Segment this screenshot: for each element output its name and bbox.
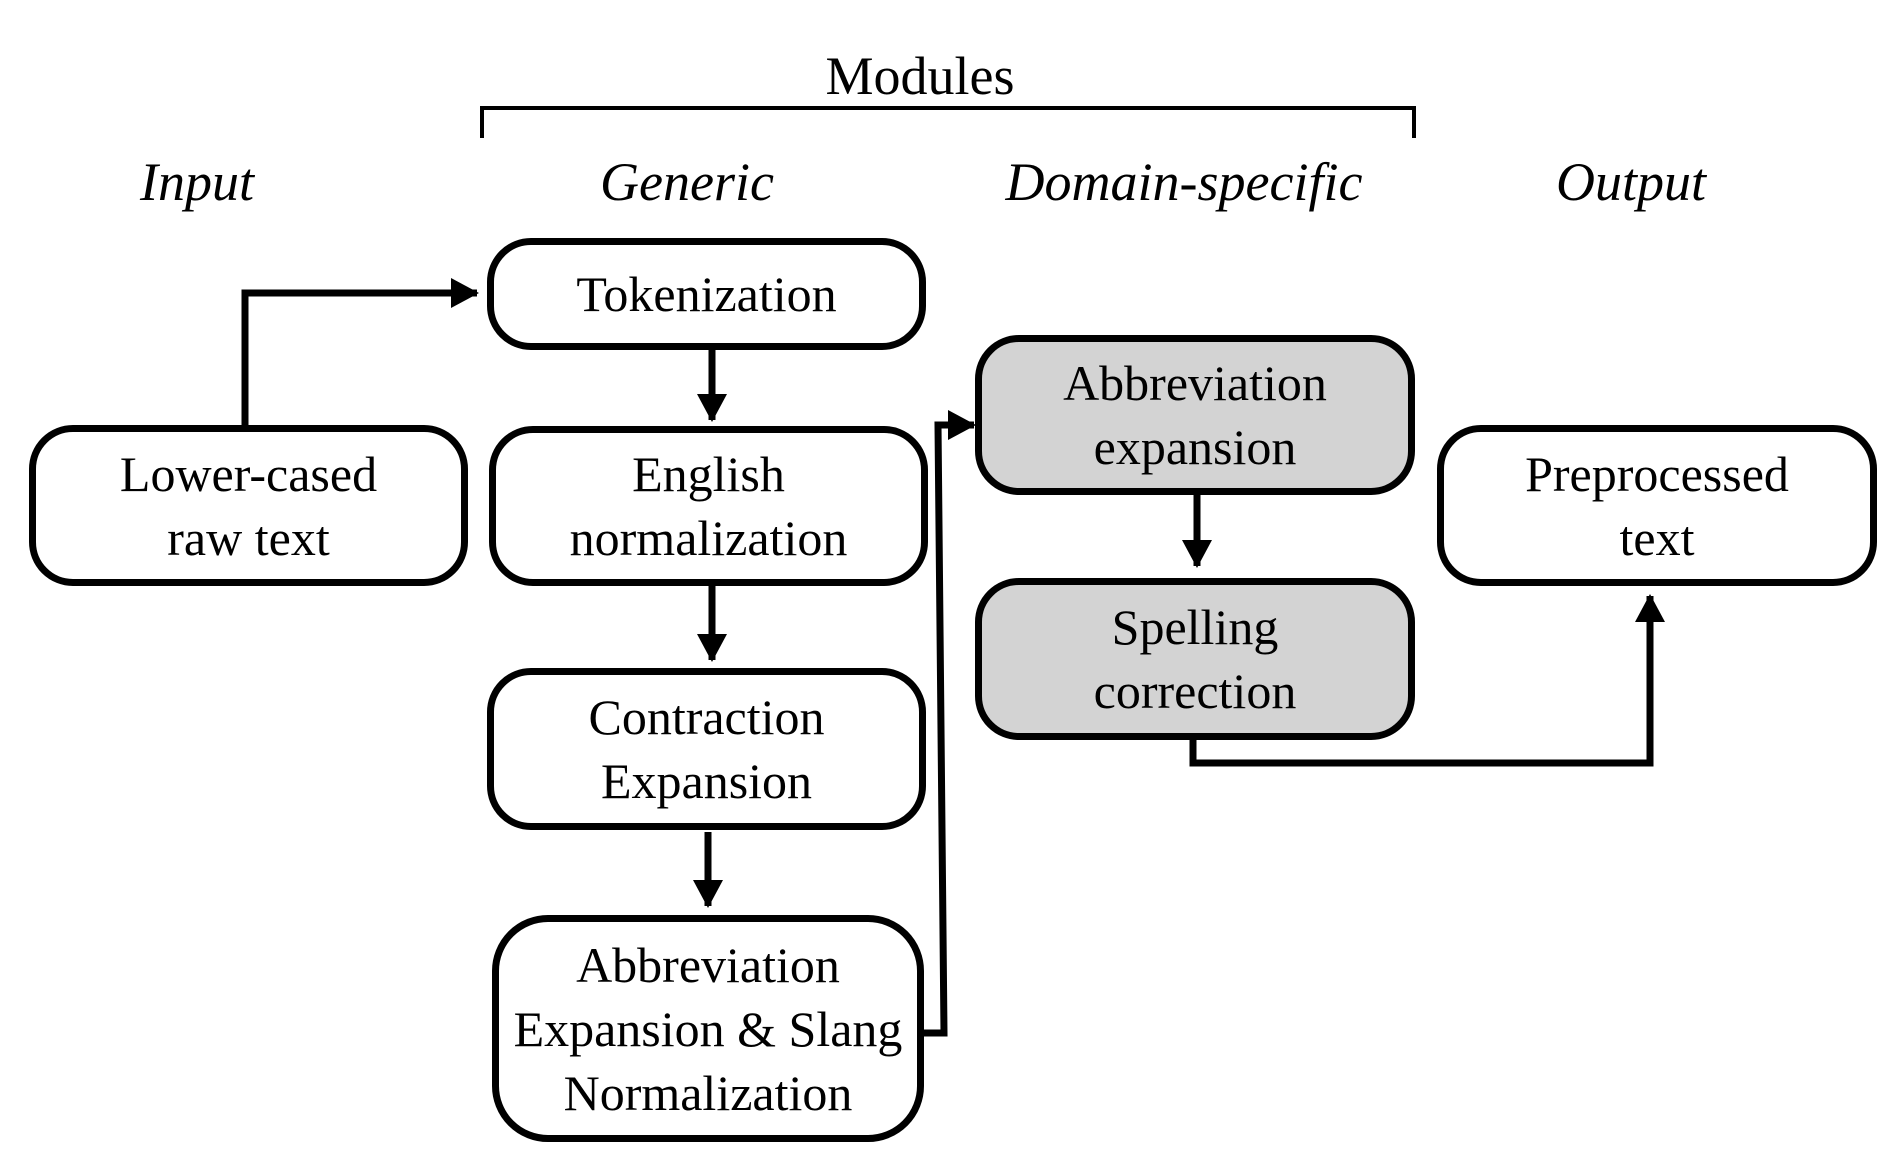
spelling-correction-label: Spelling correction [1093,599,1297,719]
raw-text-node: Lower-cased raw text [29,425,468,586]
domain-specific-heading: Domain-specific [1005,152,1363,212]
abbreviation-slang-label: Abbreviation Expansion & Slang Normaliza… [513,936,903,1121]
output-heading: Output [1555,152,1707,212]
generic-heading: Generic [600,152,774,212]
arrow-abbrev-slang-to-abbreviation-expansion [924,410,976,1037]
arrow-raw-to-tokenization [241,278,479,425]
english-normalization-label: English normalization [569,446,848,566]
english-normalization-node: English normalization [489,426,928,586]
arrow-spelling-to-output [1189,594,1665,767]
tokenization-node: Tokenization [487,238,926,350]
preprocessed-text-label: Preprocessed text [1525,445,1789,566]
modules-heading: Modules [825,46,1015,106]
abbreviation-expansion-node: Abbreviation expansion [975,335,1415,495]
tokenization-label: Tokenization [576,266,837,322]
contraction-expansion-node: Contraction Expansion [487,668,926,830]
contraction-expansion-label: Contraction Expansion [588,689,825,809]
abbreviation-slang-node: Abbreviation Expansion & Slang Normaliza… [492,915,924,1142]
modules-bracket [480,106,1416,138]
preprocessed-text-node: Preprocessed text [1437,425,1877,586]
input-heading: Input [140,152,254,212]
raw-text-label: Lower-cased raw text [119,445,378,566]
abbreviation-expansion-label: Abbreviation expansion [1063,355,1327,475]
spelling-correction-node: Spelling correction [975,578,1415,740]
